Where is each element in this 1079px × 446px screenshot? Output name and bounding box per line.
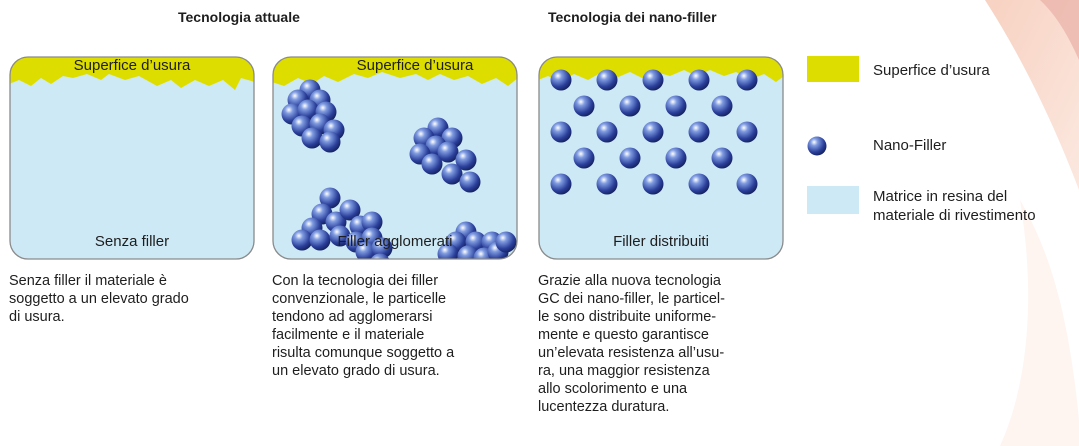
nano-filler-sphere — [711, 147, 733, 169]
description-line: Grazie alla nuova tecnologia — [538, 273, 721, 289]
nano-filler-sphere — [319, 187, 341, 209]
panel-distributed-illustration — [538, 56, 784, 260]
nano-filler-sphere — [437, 141, 459, 163]
nano-filler-sphere — [665, 95, 687, 117]
resin-matrix — [10, 57, 254, 259]
nano-filler-sphere — [550, 69, 572, 91]
nano-filler-sphere — [596, 69, 618, 91]
legend-nano-filler-label: Nano-Filler — [873, 137, 947, 154]
description-line: un’elevata resistenza all’usu- — [538, 345, 725, 361]
nano-filler-sphere — [596, 121, 618, 143]
nano-filler-sphere — [421, 153, 443, 175]
panel-agglomerated-filler: Superfice d’usura Filler agglomerati — [272, 56, 518, 260]
description-line: di usura. — [9, 309, 65, 325]
description-line: convenzionale, le particelle — [272, 291, 447, 307]
legend-wear-surface-label: Superfice d’usura — [873, 62, 990, 79]
description-line: ra, una maggior resistenza — [538, 363, 710, 379]
nano-filler-sphere — [573, 95, 595, 117]
nano-filler-sphere — [596, 173, 618, 195]
legend-nano-filler-sphere-icon — [807, 136, 827, 156]
nano-filler-sphere — [619, 147, 641, 169]
nano-filler-sphere — [688, 69, 710, 91]
nano-filler-sphere — [455, 149, 477, 171]
nano-filler-sphere — [301, 127, 323, 149]
nano-filler-sphere — [550, 121, 572, 143]
panel-agglomerated-illustration — [272, 56, 518, 260]
description-line: Con la tecnologia dei filler — [272, 273, 439, 289]
description-agglomerated-filler: Con la tecnologia dei filler convenziona… — [272, 272, 522, 380]
nano-filler-sphere — [329, 225, 351, 247]
nano-filler-sphere — [371, 237, 393, 259]
panel-caption: Filler distribuiti — [613, 233, 709, 250]
nano-filler-sphere — [441, 163, 463, 185]
wear-surface — [273, 57, 517, 86]
description-line: le sono distribuite uniforme- — [538, 309, 717, 325]
nano-filler-sphere — [642, 69, 664, 91]
wear-surface — [539, 57, 783, 82]
nano-filler-sphere — [688, 173, 710, 195]
heading-nano-filler-technology: Tecnologia dei nano-filler — [548, 9, 717, 25]
panel-no-filler: Superfice d’usura Senza filler — [9, 56, 255, 260]
description-line: lucentezza duratura. — [538, 399, 670, 415]
nano-filler-sphere — [297, 99, 319, 121]
description-line: allo scolorimento e una — [538, 381, 688, 397]
panel-no-filler-illustration — [9, 56, 255, 260]
description-line: risulta comunque soggetto a — [272, 345, 455, 361]
legend-wear-surface-swatch — [807, 56, 859, 82]
panel-distributed-filler: Filler distribuiti — [538, 56, 784, 260]
nano-filler-sphere — [736, 121, 758, 143]
nano-filler-sphere — [711, 95, 733, 117]
nano-filler-sphere — [642, 173, 664, 195]
nano-filler-sphere — [619, 95, 641, 117]
description-line: Senza filler il materiale è — [9, 273, 167, 289]
panel-caption: Filler agglomerati — [337, 233, 453, 250]
wear-surface — [10, 57, 254, 90]
legend-resin-matrix-swatch — [807, 186, 859, 214]
nano-filler-sphere — [665, 147, 687, 169]
description-line: tendono ad agglomerarsi — [272, 309, 433, 325]
nano-filler-sphere — [361, 211, 383, 233]
wear-surface-label: Superfice d’usura — [356, 57, 474, 74]
nano-filler-sphere — [736, 173, 758, 195]
heading-current-technology: Tecnologia attuale — [178, 9, 300, 25]
panel-caption: Senza filler — [94, 233, 170, 250]
nano-filler-sphere — [573, 147, 595, 169]
wear-surface-label: Superfice d’usura — [73, 57, 191, 74]
description-line: soggetto a un elevato grado — [9, 291, 189, 307]
nano-filler-sphere — [437, 243, 459, 259]
nano-filler-sphere — [459, 171, 481, 193]
description-line: GC dei nano-filler, le particel- — [538, 291, 725, 307]
nano-filler-sphere — [319, 131, 341, 153]
nano-filler-sphere — [291, 229, 313, 251]
nano-filler-sphere — [457, 245, 479, 259]
nano-filler-sphere — [550, 173, 572, 195]
description-line: un elevato grado di usura. — [272, 363, 440, 379]
nano-filler-sphere — [339, 199, 361, 221]
description-distributed-filler: Grazie alla nuova tecnologia GC dei nano… — [538, 272, 788, 416]
nano-filler-sphere — [642, 121, 664, 143]
nano-filler-sphere — [355, 241, 377, 259]
description-line: mente e questo garantisce — [538, 327, 709, 343]
description-no-filler: Senza filler il materiale è soggetto a u… — [9, 272, 259, 326]
nano-filler-sphere — [736, 69, 758, 91]
legend-resin-matrix-label: Matrice in resina del materiale di rives… — [873, 188, 1036, 224]
description-line: facilmente e il materiale — [272, 327, 425, 343]
nano-filler-sphere — [688, 121, 710, 143]
nano-filler-sphere — [309, 229, 331, 251]
nano-filler-sphere — [495, 231, 517, 253]
